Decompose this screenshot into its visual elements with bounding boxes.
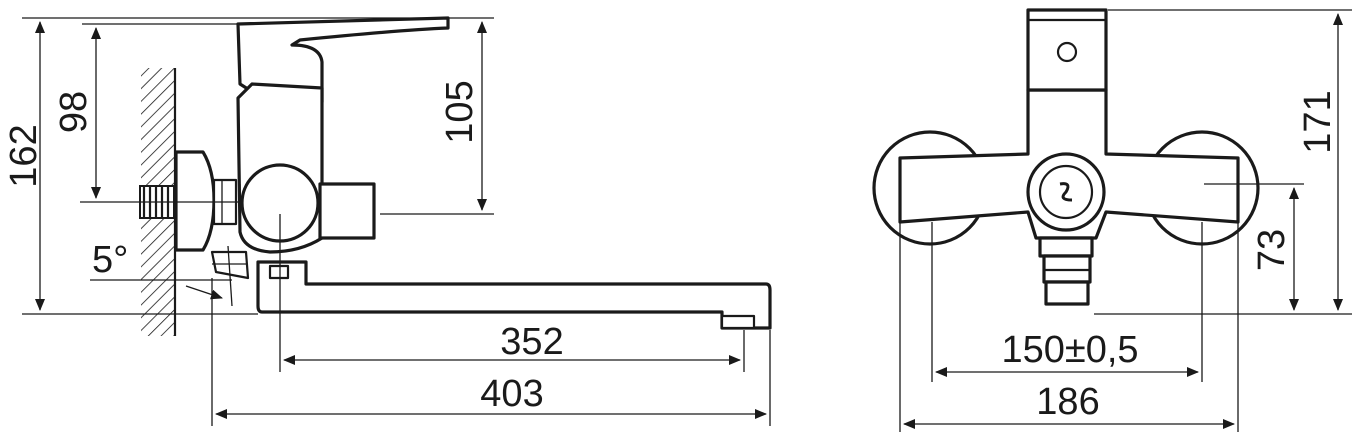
lever-handle: [236, 16, 450, 104]
dim-73-label: 73: [1251, 229, 1293, 271]
wall-flange: [174, 150, 238, 252]
dim-98-label: 98: [53, 91, 95, 133]
dim-105-label: 105: [439, 80, 481, 143]
dim-171-label: 171: [1297, 90, 1339, 153]
side-dimension-lines: [35, 21, 767, 419]
swivel-spout: [256, 260, 772, 330]
front-extension-lines: [899, 9, 1352, 432]
front-view: 171 73 150±0,5 186: [872, 8, 1352, 432]
mixer-body: [236, 82, 376, 254]
side-view: 162 98 105 5° 352 403: [3, 16, 772, 426]
front-spout: [1038, 236, 1094, 306]
side-extension-lines: [22, 17, 771, 426]
front-diverter: [1026, 152, 1106, 232]
front-dimension-lines: [903, 12, 1343, 429]
dim-162-label: 162: [3, 124, 45, 187]
angle-5-label: 5°: [92, 239, 128, 281]
dim-186-label: 186: [1036, 381, 1099, 423]
dim-403-label: 403: [480, 373, 543, 415]
dim-150-label: 150±0,5: [1001, 329, 1138, 371]
dim-352-label: 352: [500, 321, 563, 363]
